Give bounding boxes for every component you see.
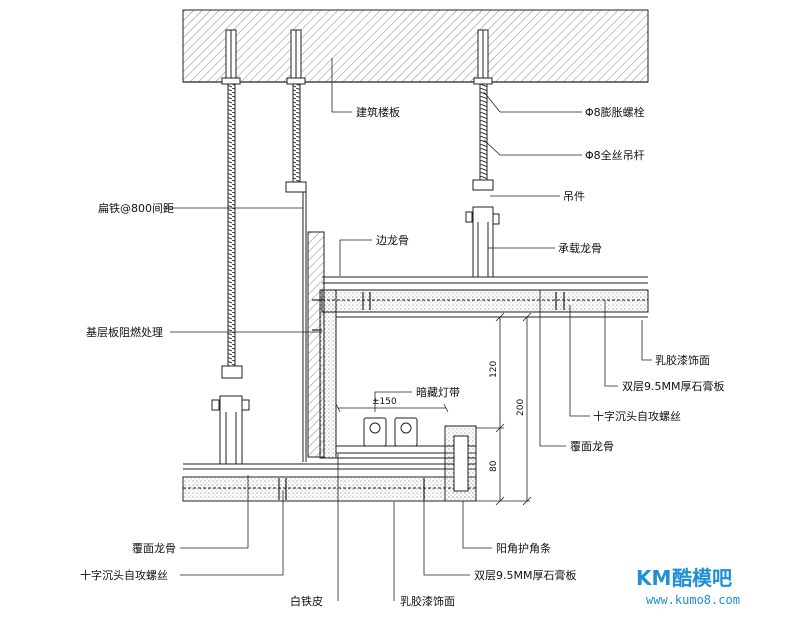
light-fixtures [363,417,418,447]
brand-name: 酷模吧 [672,566,732,590]
label-base-board: 基层板阻燃处理 [86,325,163,339]
watermark-logo: KM 酷模吧 www.kumo8.com [636,566,740,607]
threaded-rods [227,83,488,371]
label-white-iron: 白铁皮 [290,594,323,608]
label-flat-iron: 扁铁@800间距 [98,202,174,215]
leader-lines [163,58,652,601]
label-cover-keel-right: 覆面龙骨 [570,440,614,453]
dimension-lines [335,312,532,506]
label-main-keel: 承载龙骨 [558,242,602,255]
brand-prefix: KM [636,566,671,590]
label-screw-right: 十字沉头自攻螺丝 [593,409,681,423]
label-corner-bead: 阳角护角条 [496,541,551,555]
label-light-strip: 暗藏灯带 [416,385,460,399]
label-latex-paint-right: 乳胶漆饰面 [655,353,710,367]
label-slab: 建筑楼板 [356,105,400,119]
label-edge-keel: 边龙骨 [376,234,409,247]
upper-ceiling-panel [321,276,649,318]
left-hanger [211,365,250,465]
flat-iron [285,181,307,462]
building-slab [182,9,649,83]
cove-lip [444,425,477,502]
label-bolt: Φ8膨胀螺栓 [585,105,645,119]
callout-labels: 建筑楼板 Φ8膨胀螺栓 Φ8全丝吊杆 吊件 承载龙骨 扁铁@800间距 边龙骨 … [80,105,724,608]
label-light-dim: ±150 [372,397,397,407]
label-latex-paint-left: 乳胶漆饰面 [400,594,455,608]
label-rod: Φ8全丝吊杆 [585,148,645,162]
brand-url: www.kumo8.com [646,593,740,607]
right-hanger [465,179,500,278]
label-gypsum-left: 双层9.5MM厚石膏板 [474,568,576,582]
label-hanger: 吊件 [563,190,585,203]
label-screw-left: 十字沉头自攻螺丝 [80,568,168,582]
dimension-200: 200 [516,399,526,416]
dimension-120: 120 [489,361,499,378]
lower-ceiling-panel [182,445,477,502]
label-gypsum-right: 双层9.5MM厚石膏板 [622,379,724,393]
label-cover-keel-left: 覆面龙骨 [132,542,176,555]
vertical-drop-panel [307,231,337,459]
dimension-80: 80 [489,460,499,472]
